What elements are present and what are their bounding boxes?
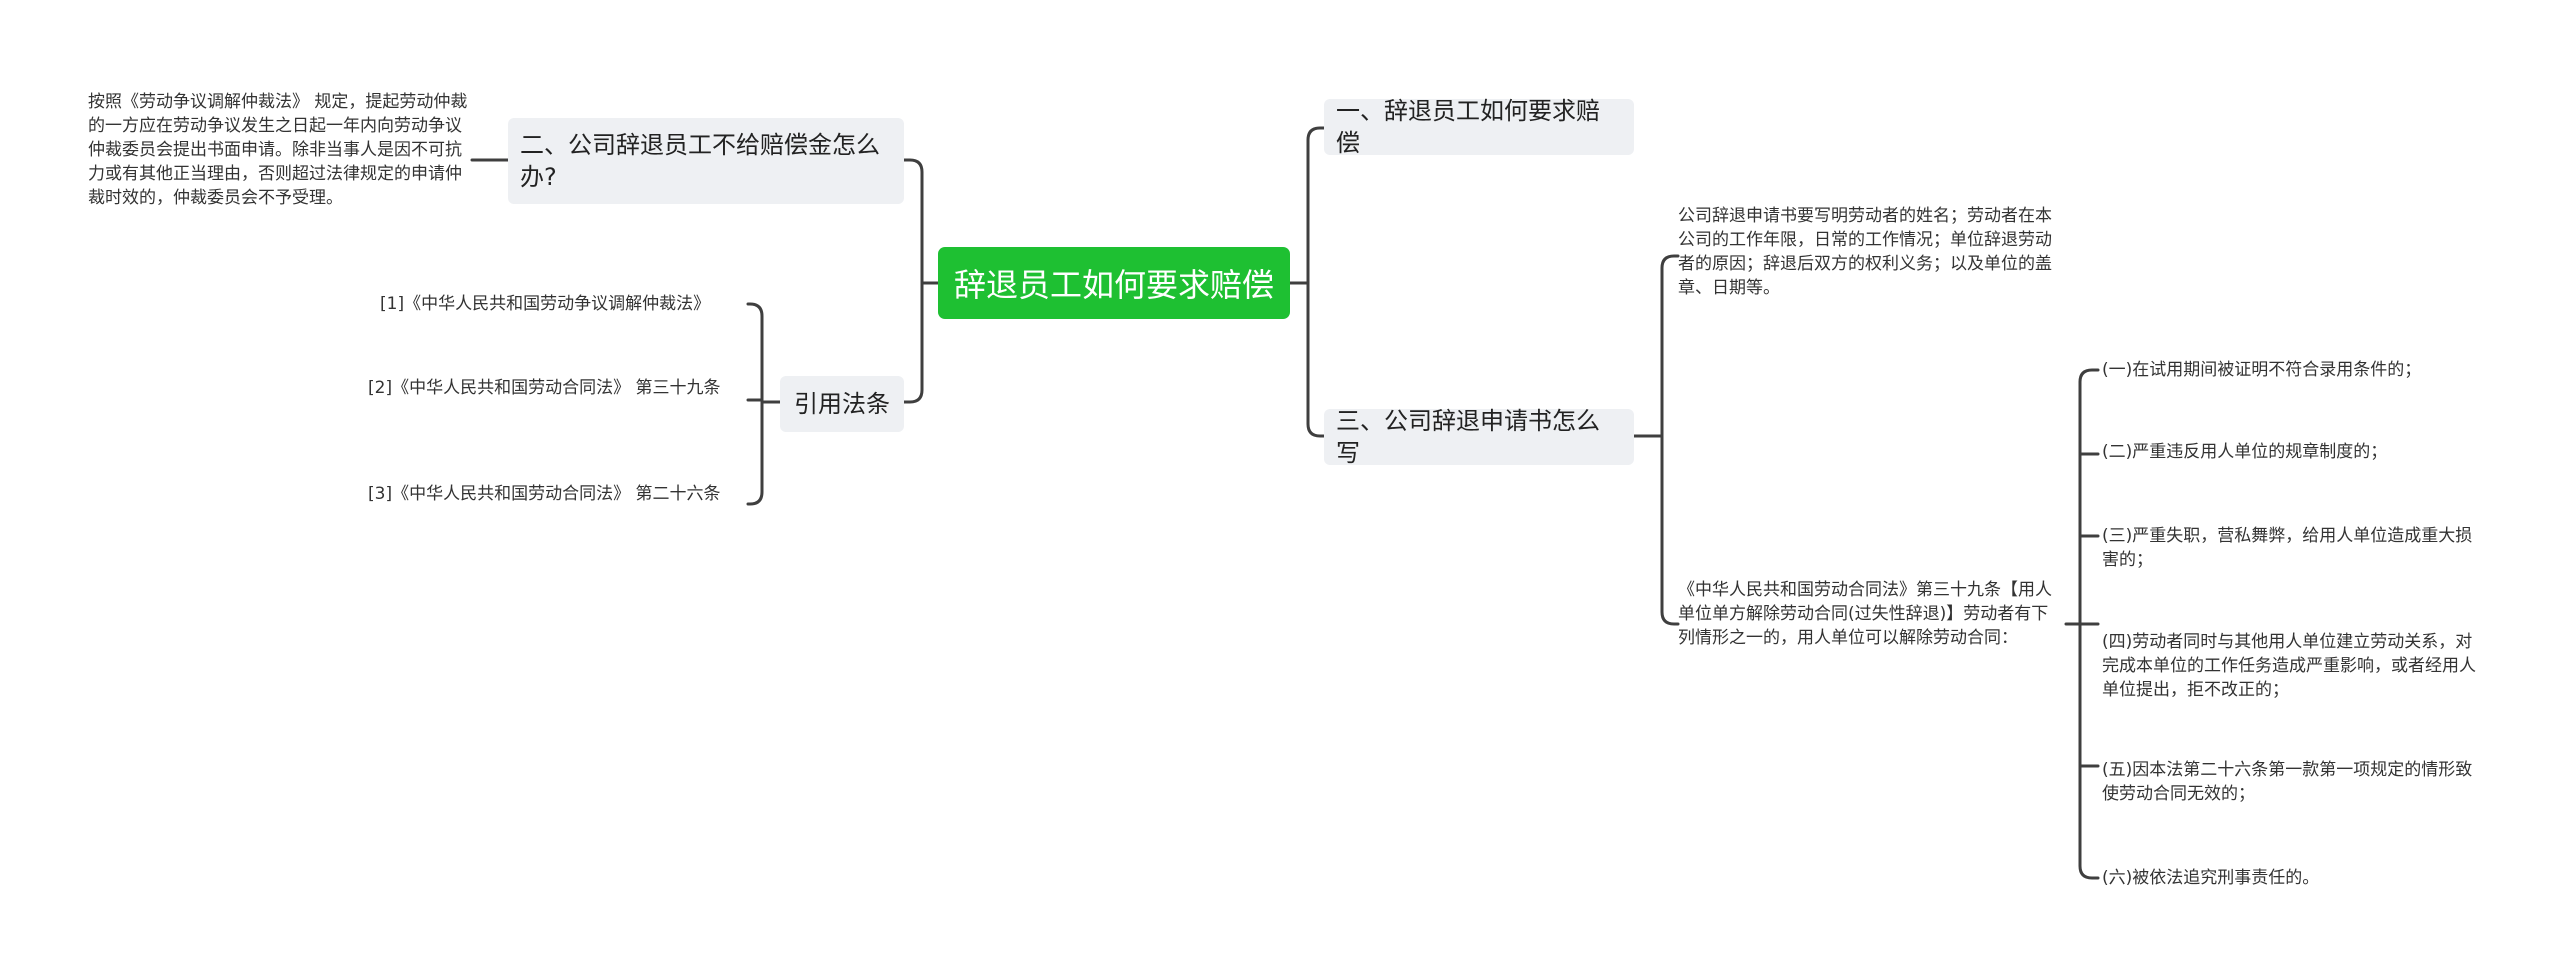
law-item-1-text: (一)在试用期间被证明不符合录用条件的； xyxy=(2102,360,2422,380)
topic-1-label: 一、辞退员工如何要求赔偿 xyxy=(1336,97,1600,157)
topic-refs[interactable]: 引用法条 xyxy=(780,376,904,432)
topic-2-label: 二、公司辞退员工不给赔偿金怎么办? xyxy=(520,131,880,191)
law-item-5: (五)因本法第二十六条第一款第一项规定的情形致使劳动合同无效的； xyxy=(2102,758,2486,806)
root-label: 辞退员工如何要求赔偿 xyxy=(953,266,1274,304)
ref-item-1: [1]《中华人民共和国劳动争议调解仲裁法》 xyxy=(380,292,744,316)
topic-3-detail: 公司辞退申请书要写明劳动者的姓名；劳动者在本公司的工作年限，日常的工作情况；单位… xyxy=(1678,204,2056,300)
link-refs-items xyxy=(746,302,782,506)
ref-item-2-text: [2]《中华人民共和国劳动合同法》 第三十九条 xyxy=(368,378,721,398)
topic-3[interactable]: 三、公司辞退申请书怎么写 xyxy=(1324,407,1634,467)
topic-3-detail-text: 公司辞退申请书要写明劳动者的姓名；劳动者在本公司的工作年限，日常的工作情况；单位… xyxy=(1678,206,2052,298)
law-item-4-text: (四)劳动者同时与其他用人单位建立劳动关系，对完成本单位的工作任务造成严重影响，… xyxy=(2102,632,2476,700)
topic-1[interactable]: 一、辞退员工如何要求赔偿 xyxy=(1324,97,1634,157)
topic-3-law-text: 《中华人民共和国劳动合同法》第三十九条【用人单位单方解除劳动合同(过失性辞退)】… xyxy=(1678,580,2052,648)
topic-2[interactable]: 二、公司辞退员工不给赔偿金怎么办? xyxy=(508,118,904,204)
ref-item-2: [2]《中华人民共和国劳动合同法》 第三十九条 xyxy=(368,376,738,400)
topic-2-detail: 按照《劳动争议调解仲裁法》 规定，提起劳动仲裁的一方应在劳动争议发生之日起一年内… xyxy=(88,90,468,210)
law-item-3-text: (三)严重失职，营私舞弊，给用人单位造成重大损害的； xyxy=(2102,526,2473,570)
topic-3-law: 《中华人民共和国劳动合同法》第三十九条【用人单位单方解除劳动合同(过失性辞退)】… xyxy=(1678,578,2062,650)
topic-2-detail-text: 按照《劳动争议调解仲裁法》 规定，提起劳动仲裁的一方应在劳动争议发生之日起一年内… xyxy=(88,92,468,208)
root-topic[interactable]: 辞退员工如何要求赔偿 xyxy=(938,247,1290,319)
link-root-t3 xyxy=(1306,281,1326,438)
law-item-6: (六)被依法追究刑事责任的。 xyxy=(2102,866,2492,890)
law-item-5-text: (五)因本法第二十六条第一款第一项规定的情形致使劳动合同无效的； xyxy=(2102,760,2473,804)
link-t3-children xyxy=(1632,254,1680,626)
law-item-1: (一)在试用期间被证明不符合录用条件的； xyxy=(2102,358,2492,382)
law-item-4: (四)劳动者同时与其他用人单位建立劳动关系，对完成本单位的工作任务造成严重影响，… xyxy=(2102,630,2486,702)
law-item-2: (二)严重违反用人单位的规章制度的； xyxy=(2102,440,2492,464)
link-law-items xyxy=(2064,368,2100,880)
topic-3-label: 三、公司辞退申请书怎么写 xyxy=(1336,407,1600,467)
link-root-t2 xyxy=(902,158,940,285)
link-root-t1 xyxy=(1288,126,1326,285)
ref-item-3: [3]《中华人民共和国劳动合同法》 第二十六条 xyxy=(368,482,738,506)
law-item-3: (三)严重失职，营私舞弊，给用人单位造成重大损害的； xyxy=(2102,524,2482,572)
law-item-2-text: (二)严重违反用人单位的规章制度的； xyxy=(2102,442,2388,462)
ref-item-1-text: [1]《中华人民共和国劳动争议调解仲裁法》 xyxy=(380,294,711,314)
ref-item-3-text: [3]《中华人民共和国劳动合同法》 第二十六条 xyxy=(368,484,721,504)
link-root-refs xyxy=(902,281,924,404)
topic-refs-label: 引用法条 xyxy=(794,390,890,418)
law-item-6-text: (六)被依法追究刑事责任的。 xyxy=(2102,868,2320,888)
